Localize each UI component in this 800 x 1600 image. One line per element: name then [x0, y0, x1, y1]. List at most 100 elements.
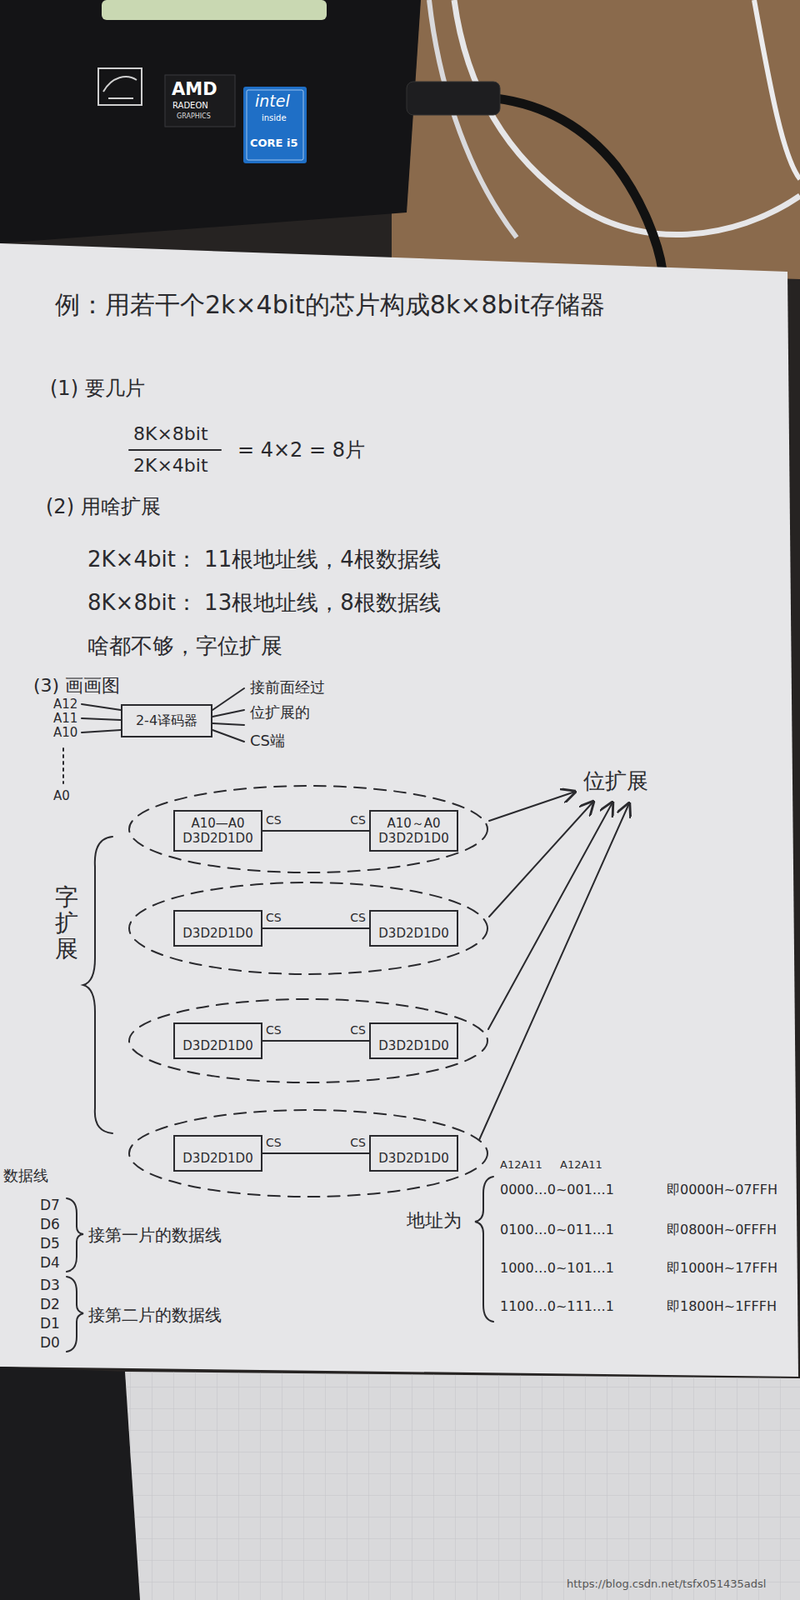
grid-paper: [125, 1371, 800, 1600]
decoder-output-wire: [212, 710, 245, 717]
chip-select-pin: CS: [350, 813, 366, 828]
address-wire: [62, 748, 65, 784]
fraction-bar: [129, 449, 221, 451]
usb-plug: [406, 81, 500, 115]
energy-star-logo: [98, 68, 142, 105]
wiring-note: 接第二片的数据线: [88, 1305, 222, 1325]
data-pin: D2: [40, 1295, 60, 1313]
address-pin: A10: [53, 725, 78, 740]
chip-label-text: 2-4译码器: [135, 712, 198, 730]
decoder-output-wire: [212, 723, 245, 725]
data-pin: D4: [40, 1254, 60, 1271]
equation: = 4×2 = 8片: [237, 438, 365, 463]
step-heading: (1) 要几片: [50, 376, 145, 401]
chip-select-pin: CS: [265, 910, 282, 925]
bus-heading: 数据线: [3, 1166, 49, 1185]
wiring-note: 接第一片的数据线: [88, 1225, 222, 1245]
intel-badge: [243, 86, 307, 164]
memory-chip-box: D3D2D1D0: [173, 1022, 263, 1060]
brace: [66, 1198, 84, 1272]
title-text: 例：用若干个2k×4bit的芯片构成8k×8bit存储器: [55, 290, 605, 320]
address-wire: [81, 730, 121, 733]
data-pin: D1: [40, 1315, 60, 1332]
chip-select-wire: [262, 927, 370, 930]
energy-star-logo: [103, 76, 137, 99]
leader-arrow: [479, 803, 630, 1140]
chip-label-text: D3D2D1D0: [182, 1038, 253, 1055]
decoder-output-note: 位扩展的: [250, 703, 310, 722]
chip-label-text: D3D2D1D0: [378, 925, 449, 942]
grid-paper: [125, 1371, 800, 1600]
white-cable: [429, 0, 517, 238]
bit-group-outline: [129, 882, 488, 975]
chip-label-text: D3D2D1D0: [182, 830, 253, 847]
memory-chip-box: D3D2D1D0: [173, 1135, 263, 1172]
data-pin: D7: [40, 1196, 60, 1214]
chip-label-text: D3D2D1D0: [378, 1038, 449, 1055]
address-range: 0100…0~011…1: [500, 1221, 615, 1238]
address-pin: A0: [53, 788, 70, 804]
decoder-box: 2-4译码器: [120, 704, 213, 738]
chip-select-wire: [262, 1040, 370, 1042]
chip-label-text: D3D2D1D0: [378, 830, 449, 847]
step-heading: (2) 用啥扩展: [45, 495, 161, 520]
leader-arrow: [489, 791, 575, 821]
group-label: 字扩展: [55, 885, 79, 962]
brand-logo: RADEON: [172, 100, 209, 111]
chip-select-pin: CS: [265, 813, 282, 828]
address-wire: [81, 704, 121, 710]
hex-range: 即1800H~1FFFH: [666, 1298, 777, 1315]
data-pin: D6: [40, 1215, 60, 1233]
decoder-output-wire: [212, 730, 245, 742]
memory-chip-box: D3D2D1D0: [173, 910, 263, 947]
chip-label-text: D3D2D1D0: [182, 1150, 253, 1167]
address-header: A12A11: [500, 1158, 543, 1172]
bit-group-outline: [129, 785, 488, 873]
data-pin: D0: [40, 1334, 60, 1351]
white-cable: [454, 0, 800, 235]
hex-range: 即0800H~0FFFH: [666, 1221, 777, 1238]
chip-select-wire: [262, 830, 370, 832]
address-heading: 地址为: [406, 1210, 462, 1232]
bit-group-outline: [129, 999, 488, 1083]
memory-chip-box: D3D2D1D0: [369, 1022, 459, 1060]
brand-logo: inside: [261, 113, 287, 124]
memory-chip-box: D3D2D1D0: [369, 910, 459, 947]
wooden-desk: [391, 0, 800, 280]
bit-group-outline: [129, 1110, 488, 1197]
address-range: 1000…0~101…1: [500, 1260, 615, 1276]
sticker: [101, 0, 327, 20]
chip-select-pin: CS: [350, 910, 366, 925]
data-pin: D5: [40, 1235, 60, 1252]
address-range: 1100…0~111…1: [500, 1298, 615, 1315]
memory-chip-box: D3D2D1D0: [369, 1135, 459, 1172]
brand-logo: AMD: [171, 79, 218, 100]
brace: [66, 1276, 84, 1352]
chip-label-text: A10—A0: [190, 815, 245, 832]
decoder-output-note: 接前面经过: [250, 678, 325, 697]
chip-label-text: A10～A0: [386, 815, 440, 832]
black-cable: [495, 98, 663, 271]
memory-chip-box: A10—A0D3D2D1D0: [173, 810, 263, 852]
step-heading: (3) 画画图: [33, 675, 120, 697]
chip-select-pin: CS: [265, 1135, 282, 1150]
hex-range: 即1000H~17FFH: [666, 1260, 778, 1276]
chip-label-text: D3D2D1D0: [378, 1150, 449, 1167]
note-line: 啥都不够，字位扩展: [87, 633, 283, 660]
hex-range: 即0000H~07FFH: [666, 1181, 778, 1198]
decoder-output-note: CS端: [250, 731, 285, 750]
fraction-numerator: 8K×8bit: [133, 423, 209, 445]
address-pin: A11: [53, 710, 78, 726]
leader-arrow: [489, 801, 594, 917]
address-header: A12A11: [560, 1158, 603, 1172]
address-pin: A12: [53, 696, 78, 712]
chip-select-wire: [262, 1152, 370, 1155]
brand-logo: intel: [255, 91, 290, 111]
decoder-output-wire: [212, 688, 245, 710]
data-pin: D3: [40, 1276, 60, 1294]
watermark: https://blog.csdn.net/tsfx051435adsl: [566, 1577, 766, 1591]
address-range: 0000…0~001…1: [500, 1181, 615, 1198]
